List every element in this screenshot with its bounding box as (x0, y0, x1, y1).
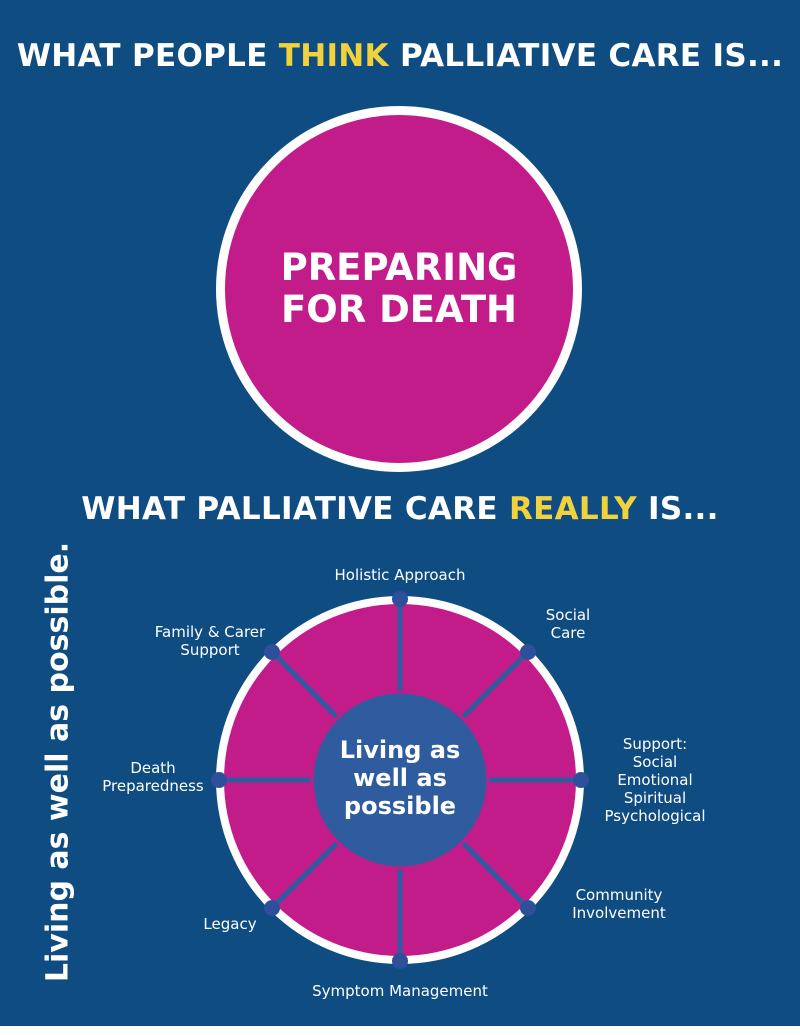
wheel-center-line-1: well as (353, 764, 447, 792)
wheel-label-6-line-0: Death (130, 759, 176, 777)
wheel-label-2-line-4: Psychological (604, 807, 706, 825)
wheel-label-0: Holistic Approach (298, 566, 502, 584)
wheel-spoke-dot-7 (264, 644, 281, 661)
preparing-for-death-circle: PREPARING FOR DEATH (216, 106, 582, 472)
heading-think-suffix: PALLIATIVE CARE IS... (388, 38, 784, 74)
wheel-label-3-line-0: Community (575, 886, 663, 904)
big-circle-line-1: PREPARING (280, 246, 518, 289)
big-circle-text: PREPARING FOR DEATH (269, 247, 529, 331)
wheel-spoke-dot-0 (392, 591, 408, 607)
wheel-label-2-line-2: Emotional (617, 771, 693, 789)
wheel-label-1-line-1: Care (550, 624, 586, 642)
wheel-spoke-dot-3 (519, 899, 536, 916)
wheel-label-3-line-1: Involvement (572, 904, 666, 922)
heading-think-prefix: WHAT PEOPLE (16, 38, 279, 74)
wheel-label-2-line-1: Social (632, 753, 678, 771)
heading-really-prefix: WHAT PALLIATIVE CARE (81, 491, 509, 527)
wheel-label-2-line-3: Spiritual (623, 789, 687, 807)
heading-really-suffix: IS... (636, 491, 719, 527)
wheel-spoke-dot-4 (392, 953, 408, 969)
wheel-spoke-dot-5 (264, 899, 281, 916)
big-circle-line-2: FOR DEATH (280, 288, 518, 331)
wheel-label-7-line-0: Family & Carer (154, 623, 266, 641)
heading-think-highlight: THINK (278, 38, 389, 74)
wheel-spoke-dot-1 (519, 644, 536, 661)
heading-really-highlight: REALLY (508, 491, 637, 527)
wheel-center-circle (310, 690, 490, 870)
wheel-center-line-0: Living as (340, 736, 461, 764)
wheel-label-4-line-0: Symptom Management (312, 982, 488, 1000)
heading-think: WHAT PEOPLE THINK PALLIATIVE CARE IS... (0, 38, 800, 74)
wheel-label-1-line-0: Social (545, 606, 591, 624)
wheel-label-4: Symptom Management (290, 982, 510, 1000)
wheel-label-0-line-0: Holistic Approach (334, 566, 466, 584)
wheel-label-7-line-1: Support (180, 641, 240, 659)
wheel-label-5: Legacy (190, 915, 270, 933)
wheel-center-line-2: possible (344, 792, 456, 820)
wheel-label-5-line-0: Legacy (203, 915, 257, 933)
wheel-spoke-dot-6 (211, 772, 227, 788)
wheel-label-6-line-1: Preparedness (102, 777, 204, 795)
wheel-label-2-line-0: Support: (622, 735, 688, 753)
wheel-spoke-dot-2 (573, 772, 589, 788)
heading-really: WHAT PALLIATIVE CARE REALLY IS... (0, 491, 800, 527)
bottom-strip (0, 1026, 800, 1035)
